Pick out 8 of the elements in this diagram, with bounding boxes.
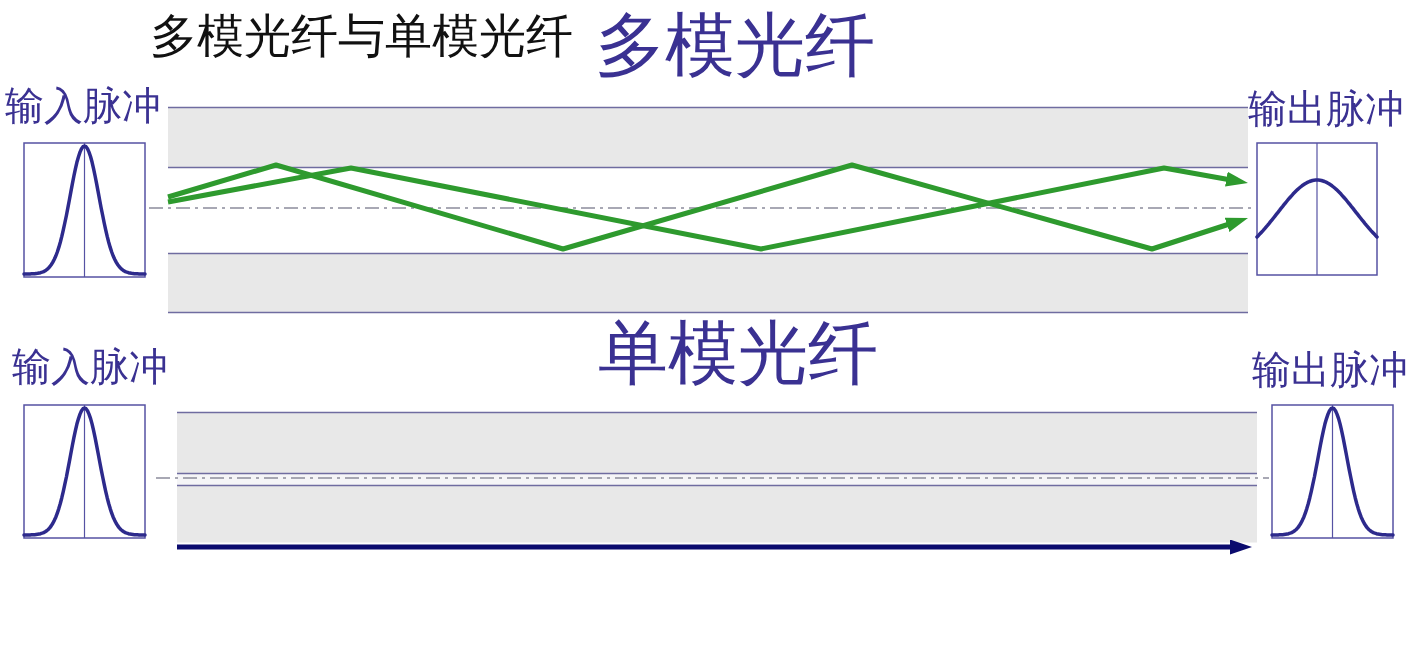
section-heading: 单模光纤 [598,318,878,388]
pulse-label: 输入脉冲 [5,86,161,125]
section-heading: 多模光纤 [595,10,875,80]
propagation-arrow [177,539,1252,555]
pulse-label: 输出脉冲 [1248,89,1404,128]
pulse-label: 输出脉冲 [1252,350,1408,389]
page-title: 多模光纤与单模光纤 [150,12,573,59]
pulse-label: 输入脉冲 [12,347,168,386]
